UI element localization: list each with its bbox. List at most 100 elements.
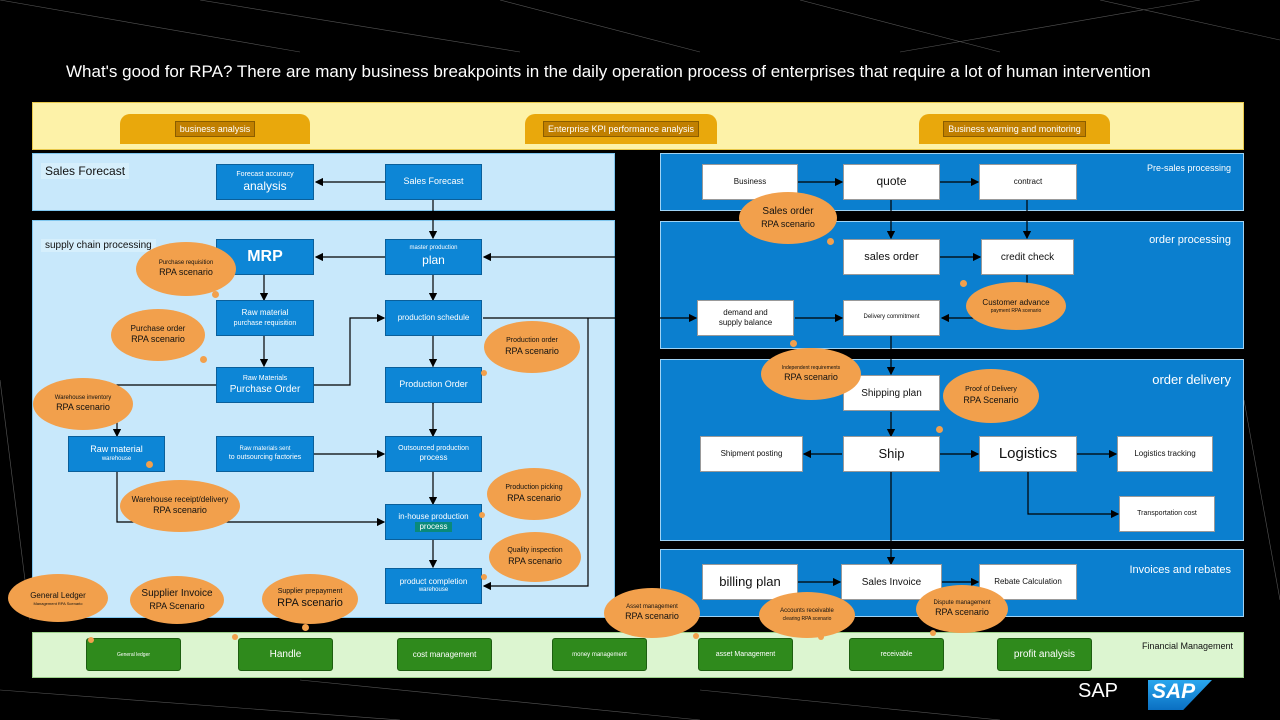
raw-material-purchase-box[interactable]: Raw material purchase requisition [216,300,314,336]
cloud-dot [818,634,824,640]
cloud-label: General Ledger [30,590,86,600]
tab-business-analysis[interactable]: business analysis [120,114,310,144]
box-label: supply balance [718,318,773,327]
logistics-tracking-box[interactable]: Logistics tracking [1117,436,1213,472]
transportation-cost-box[interactable]: Transportation cost [1119,496,1215,532]
cloud-label: Quality inspection [507,547,563,554]
tab-label: Business warning and monitoring [943,121,1086,137]
box-label: Forecast accuracy [236,170,294,178]
sales-forecast-box[interactable]: Sales Forecast [385,164,482,200]
finance-cost-management[interactable]: cost management [397,638,492,671]
cloud-dot [212,291,219,298]
cloud-label: Warehouse inventory [54,394,112,401]
cloud-dot [481,574,487,580]
product-completion-box[interactable]: product completion warehouse [385,568,482,604]
production-order-box[interactable]: Production Order [385,367,482,403]
cloud-dot [930,630,936,636]
box-label: Purchase Order [229,384,301,396]
logistics-box[interactable]: Logistics [979,436,1077,472]
inhouse-production-box[interactable]: in-house production process [385,504,482,540]
box-label: to outsourcing factories [228,454,302,462]
box-label: warehouse [101,455,132,462]
tab-business-warning[interactable]: Business warning and monitoring [919,114,1110,144]
cloud-dot [200,356,207,363]
finance-asset-management[interactable]: asset Management [698,638,793,671]
sales-order-box[interactable]: sales order [843,239,940,275]
box-label: process [419,453,448,463]
business-box[interactable]: Business [702,164,798,200]
outsourced-production-box[interactable]: Outsourced production process [385,436,482,472]
cloud-label: Customer advance [982,297,1050,307]
finance-profit-analysis[interactable]: profit analysis [997,638,1092,671]
sales-invoice-box[interactable]: Sales Invoice [841,564,942,600]
cloud-label: Production order [506,337,558,344]
finance-money-management[interactable]: money management [552,638,647,671]
panel-title: Invoices and rebates [1129,564,1231,576]
cloud-label: Accounts receivable [780,608,834,615]
rebate-calculation-box[interactable]: Rebate Calculation [979,564,1077,600]
cloud-dot [790,340,797,347]
panel-title: Pre-sales processing [1146,163,1231,173]
mrp-box[interactable]: MRP [216,239,314,275]
contract-box[interactable]: contract [979,164,1077,200]
cloud-label: Sales order [762,206,814,218]
cloud-dot [88,637,94,643]
finance-handle[interactable]: Handle [238,638,333,671]
sales-forecast-panel: Sales Forecast [32,153,615,211]
shipping-plan-box[interactable]: Shipping plan [843,375,940,411]
tab-kpi-analysis[interactable]: Enterprise KPI performance analysis [525,114,717,144]
panel-title: order processing [1149,234,1231,246]
cloud-label: RPA Scenario [149,600,205,611]
production-schedule-box[interactable]: production schedule [385,300,482,336]
cloud-label: Independent requirements [781,365,841,372]
box-label: demand and [723,307,768,317]
credit-check-box[interactable]: credit check [981,239,1074,275]
cloud-label: Warehouse receipt/delivery [131,495,229,505]
box-label: Raw Materials [242,374,288,382]
cloud-dot [481,370,487,376]
cloud-dot [479,512,485,518]
forecast-accuracy-box[interactable]: Forecast accuracy analysis [216,164,314,200]
cloud-label: RPA scenario [935,607,989,618]
box-label: Outsourced production [398,445,469,453]
finance-receivable[interactable]: receivable [849,638,944,671]
demand-supply-box[interactable]: demand and supply balance [697,300,794,336]
box-label: in-house production [398,511,469,521]
box-label: purchase requisition [233,319,297,327]
shipment-posting-box[interactable]: Shipment posting [700,436,803,472]
cloud-label: Supplier Invoice [141,588,213,600]
cloud-label: RPA scenario [625,611,679,622]
cloud-label: Purchase requisition [158,259,214,266]
cloud-label: Proof of Delivery [965,386,1017,393]
box-label: master production [409,245,458,252]
purchase-order-box[interactable]: Raw Materials Purchase Order [216,367,314,403]
tab-label: Enterprise KPI performance analysis [542,121,700,137]
billing-plan-box[interactable]: billing plan [702,564,798,600]
cloud-label: Asset management [626,603,678,610]
box-label: warehouse [418,587,449,594]
quote-box[interactable]: quote [843,164,940,200]
cloud-label: RPA scenario [131,334,185,345]
cloud-label: RPA scenario [277,596,343,609]
finance-general-ledger[interactable]: General ledger [86,638,181,671]
outsourcing-sent-box[interactable]: Raw materials sent to outsourcing factor… [216,436,314,472]
box-label: analysis [243,178,287,193]
box-label: product completion [399,576,468,586]
ship-box[interactable]: Ship [843,436,940,472]
delivery-commitment-box[interactable]: Delivery commitment [843,300,940,336]
panel-title: Financial Management [1141,641,1233,651]
cloud-label: RPA scenario [507,492,561,503]
cloud-label: RPA scenario [784,371,838,382]
cloud-label: Supplier prepayment [277,587,343,595]
master-plan-box[interactable]: master production plan [385,239,482,275]
cloud-label: RPA Scenario [963,394,1019,405]
